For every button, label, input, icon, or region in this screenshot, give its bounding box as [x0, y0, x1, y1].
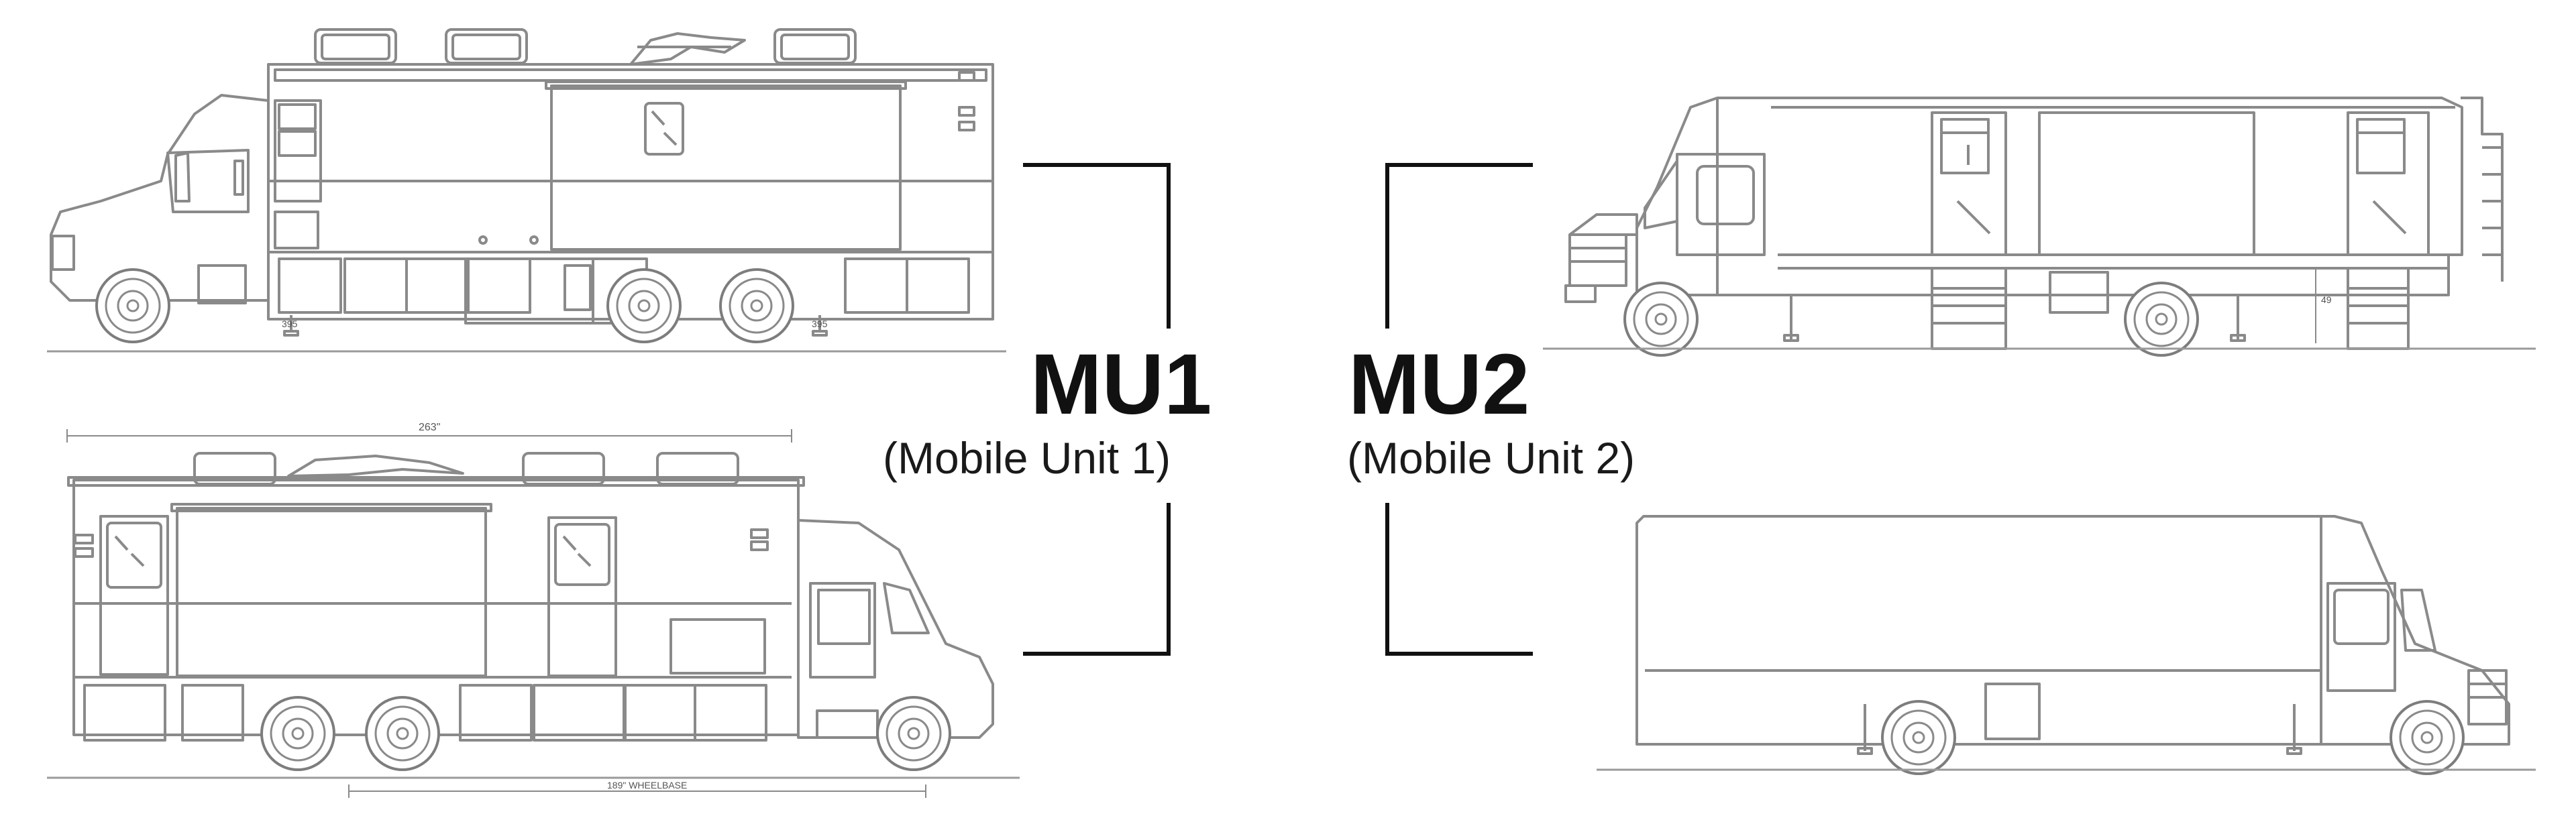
- mu1-top-vehicle-drawing: [47, 28, 1006, 353]
- mu1-subtitle: (Mobile Unit 1): [883, 433, 1171, 483]
- mu1-overall-length-label: 263": [419, 422, 440, 433]
- mu2-bracket-top: [1385, 163, 1533, 329]
- mu1-wheelbase-label: 189" WHEELBASE: [607, 780, 687, 791]
- mu2-top-vehicle-drawing: [1543, 97, 2536, 357]
- mu1-bottom-vehicle-drawing: [47, 429, 1020, 798]
- mu2-bottom-vehicle-drawing: [1597, 515, 2536, 775]
- mu1-bracket-top: [1023, 163, 1171, 329]
- mu1-title: MU1: [1030, 337, 1212, 432]
- mu2-title: MU2: [1348, 337, 1530, 432]
- mu1-top-clearance-label-a: 395: [282, 318, 298, 329]
- mu1-bracket-bottom: [1023, 503, 1171, 656]
- mu2-bracket-bottom: [1385, 503, 1533, 656]
- mu1-top-clearance-label-b: 395: [812, 318, 828, 329]
- mu2-subtitle: (Mobile Unit 2): [1347, 433, 1635, 483]
- mu2-height-dim-label: 49: [2321, 294, 2332, 305]
